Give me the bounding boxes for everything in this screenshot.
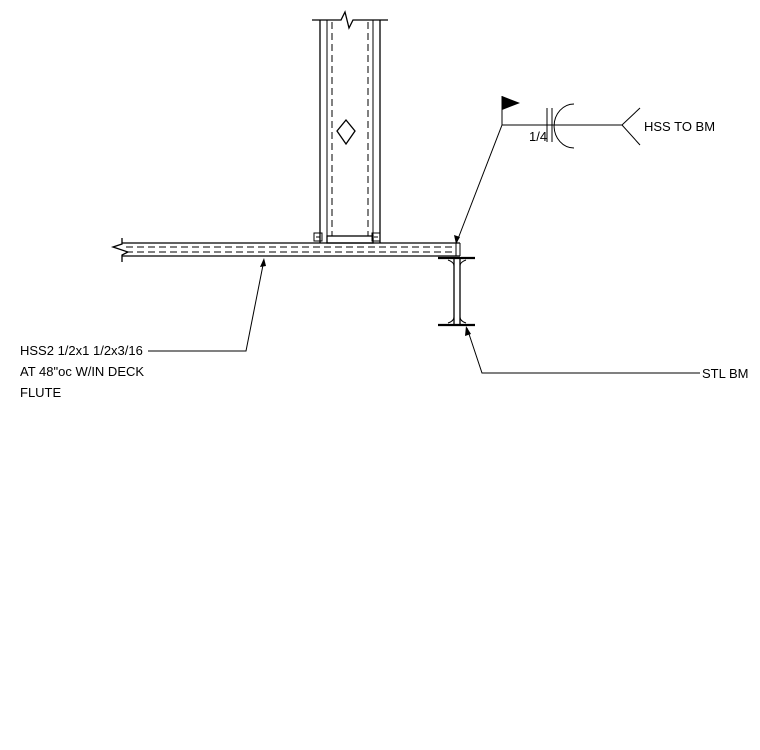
- beam-callout-leader: [465, 326, 700, 374]
- weld-symbol: [454, 96, 641, 245]
- steel-beam-section: [438, 256, 475, 327]
- vertical-member: [312, 10, 388, 244]
- hss-callout-line-1: HSS2 1/2x1 1/2x3/16: [20, 343, 143, 358]
- weld-arc-icon: [553, 103, 575, 149]
- hss-callout-line-3: FLUTE: [20, 385, 62, 400]
- weld-note-label: HSS TO BM: [644, 119, 715, 134]
- break-line-left: [110, 238, 130, 262]
- weld-size-label: 1/4: [529, 129, 547, 144]
- break-line-top: [312, 10, 388, 30]
- hss-callout-line-2: AT 48"oc W/IN DECK: [20, 364, 144, 379]
- field-weld-flag-icon: [502, 96, 520, 110]
- hss-callout-leader: [148, 258, 266, 352]
- section-diamond-icon: [336, 118, 356, 146]
- hss-tube: [110, 238, 461, 262]
- beam-callout-label: STL BM: [702, 366, 748, 381]
